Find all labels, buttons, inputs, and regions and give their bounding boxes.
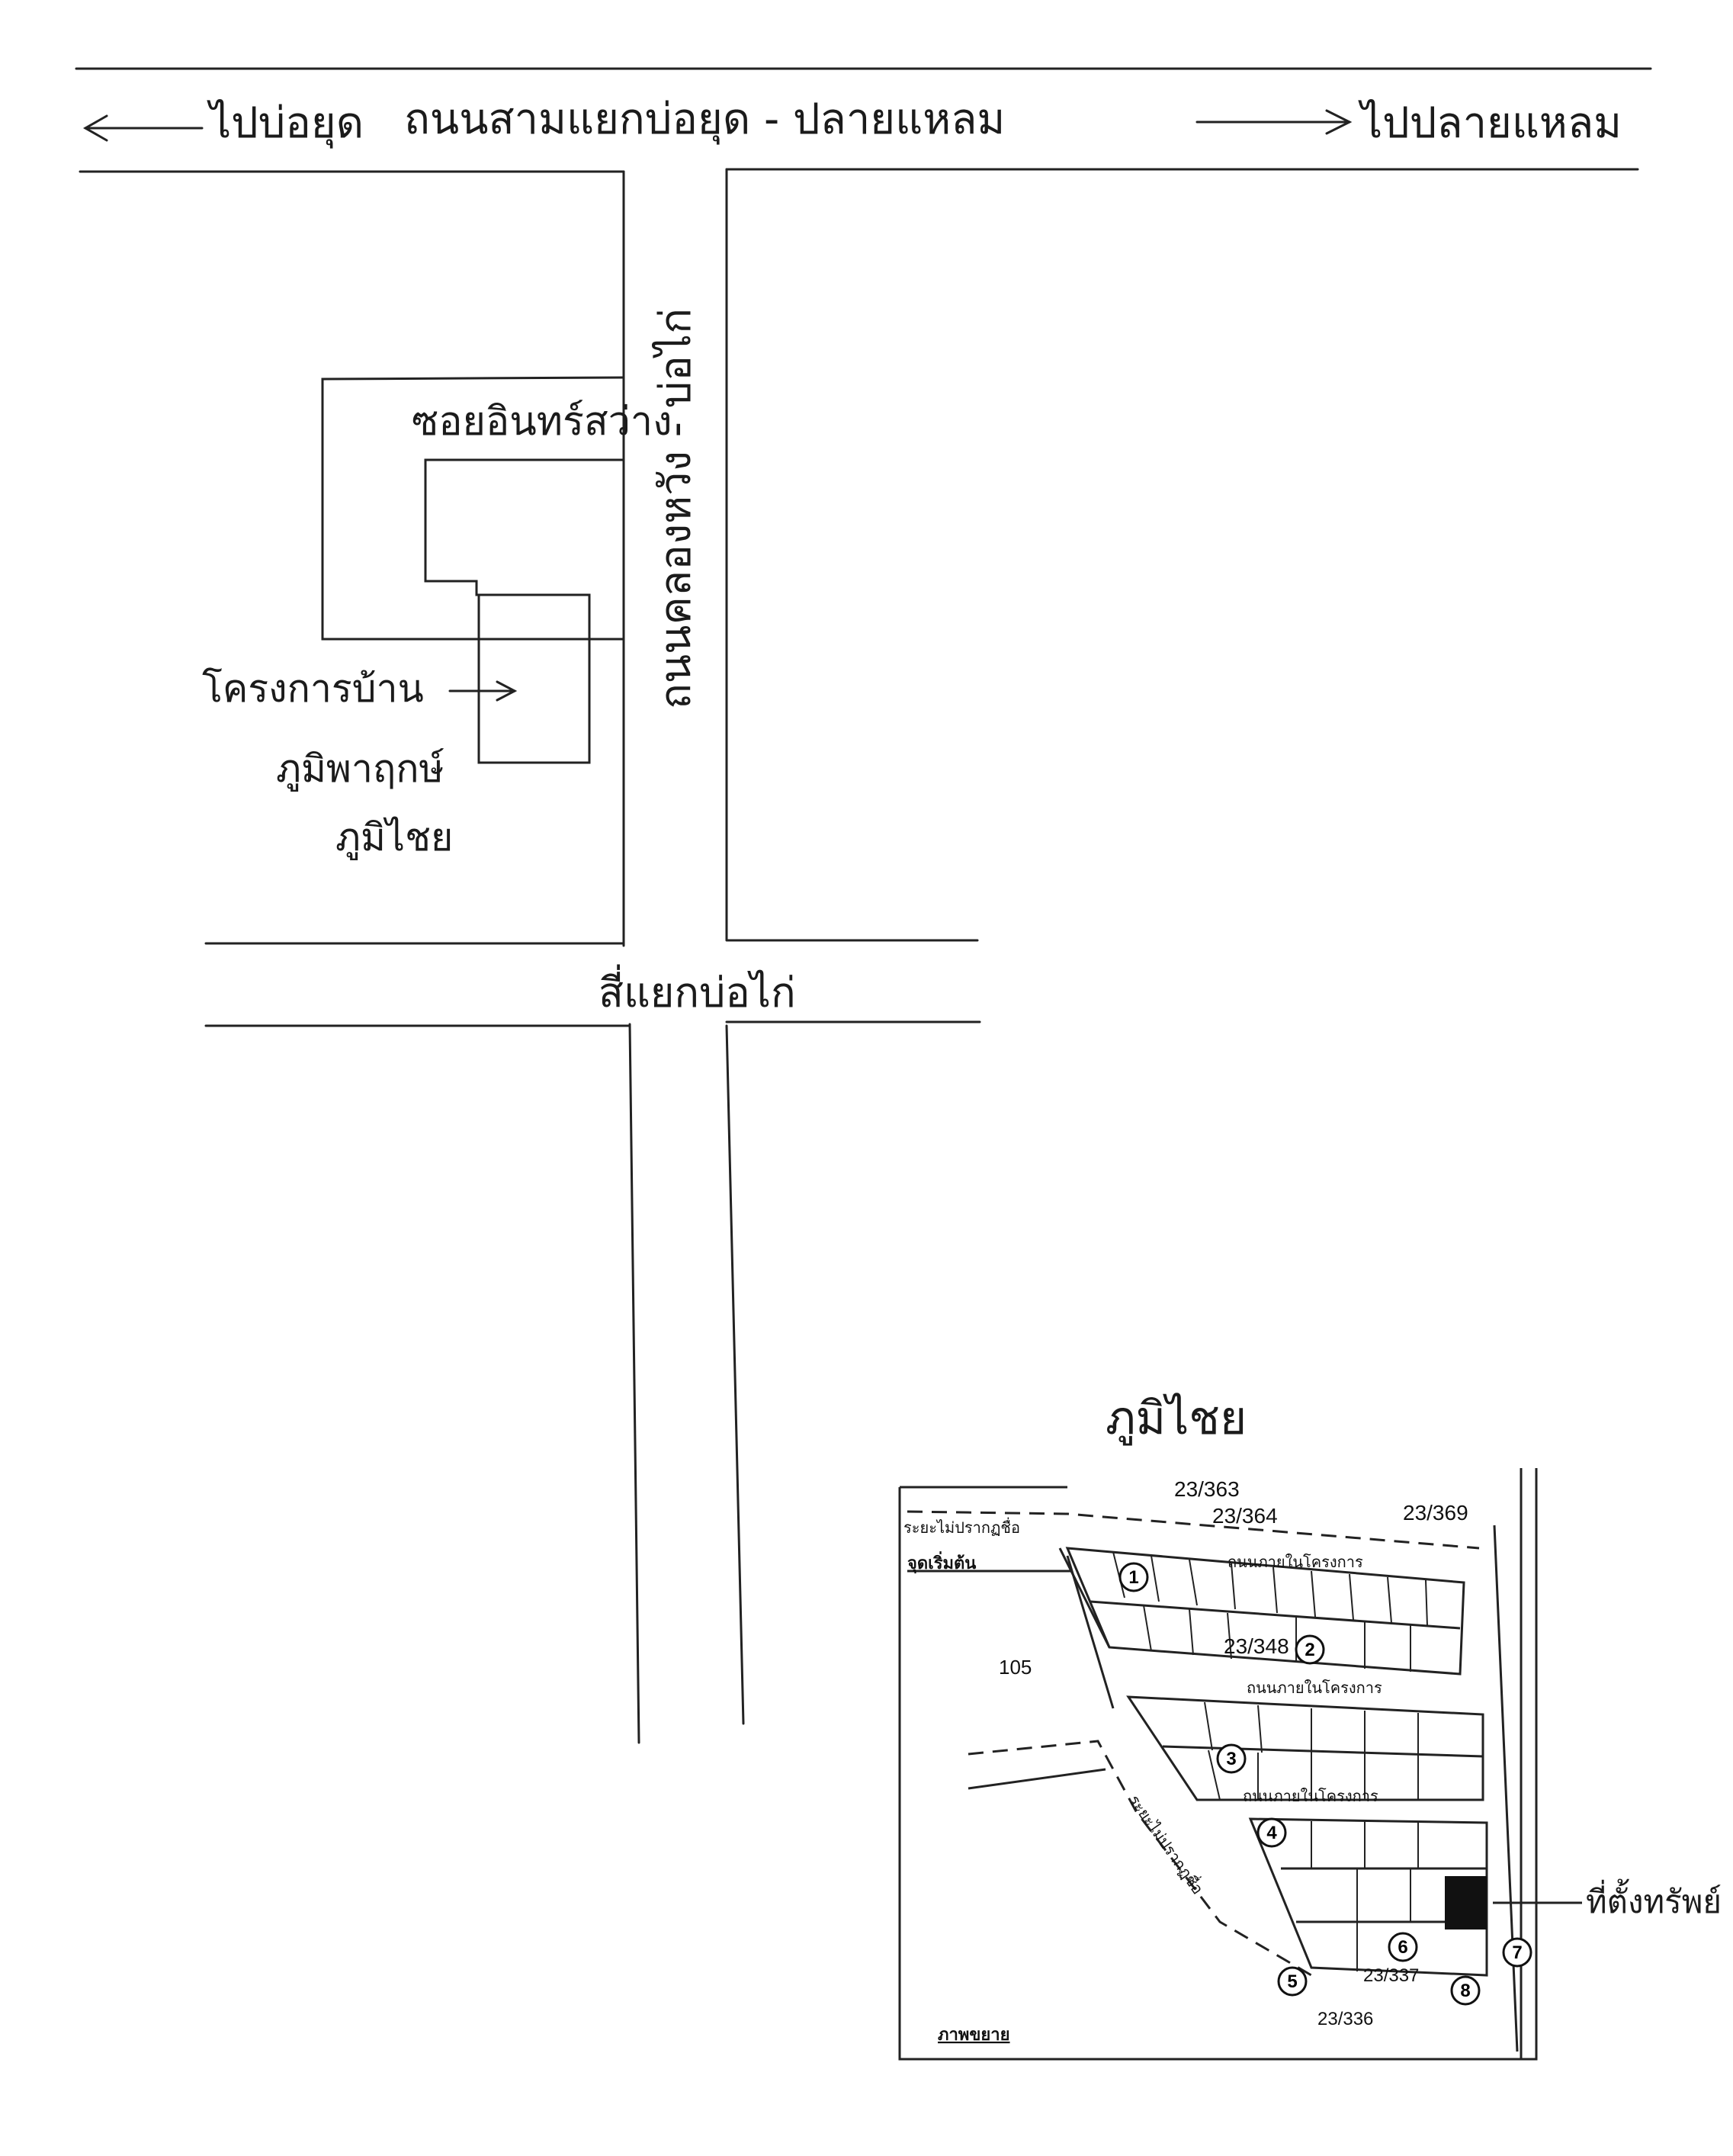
- left-direction-label: ไปบ่อยุด: [207, 98, 364, 149]
- lot-divider: [1227, 1612, 1232, 1660]
- house-23-336: 23/336: [1317, 2009, 1373, 2029]
- internal-road-3: ถนนภายในโครงการ: [1243, 1788, 1378, 1805]
- marker-1-circle: [1118, 1562, 1149, 1592]
- soi-label: ซอยอินทร์สว่าง: [412, 399, 672, 445]
- inset-frame: [898, 1468, 1538, 2061]
- enlarged-label: ภาพขยาย: [938, 2025, 1010, 2044]
- lot-divider: [1387, 1576, 1392, 1624]
- inset-map: [898, 1468, 1538, 2061]
- marker-4: 4: [1266, 1823, 1277, 1843]
- project-outline: [424, 458, 625, 764]
- marker-3-circle: [1216, 1743, 1247, 1774]
- marker-6-circle: [1388, 1932, 1418, 1962]
- vertical-road-left-edge-lower: [628, 1023, 640, 1744]
- lot-divider: [1349, 1573, 1354, 1621]
- marker-1: 1: [1128, 1567, 1138, 1588]
- lot-divider: [1272, 1566, 1278, 1614]
- marker-8: 8: [1460, 1981, 1470, 2001]
- lot-divider: [1189, 1608, 1194, 1656]
- soi-outline: [321, 376, 625, 641]
- block-1: [1065, 1547, 1465, 1676]
- lot-divider: [1231, 1563, 1236, 1610]
- inset-lot-105-left: [1066, 1555, 1115, 1709]
- lot-divider: [1204, 1701, 1213, 1751]
- lot-divider: [1311, 1570, 1316, 1618]
- inset-lot-105-edge: [968, 1768, 1106, 1790]
- property-label: ที่ตั้งทรัพย์: [1586, 1878, 1722, 1920]
- house-23-363: 23/363: [1174, 1477, 1240, 1501]
- marker-5: 5: [1287, 1971, 1297, 1992]
- lot-divider: [1257, 1705, 1263, 1753]
- marker-2-circle: [1295, 1634, 1325, 1665]
- marker-3: 3: [1226, 1749, 1236, 1769]
- marker-6: 6: [1398, 1937, 1407, 1958]
- lot-105: 105: [999, 1656, 1032, 1679]
- house-23-337: 23/337: [1363, 1965, 1419, 1986]
- house-23-348: 23/348: [1224, 1634, 1289, 1658]
- vertical-road-label: ถนนคลองหวัง - บ่อไก่: [651, 308, 701, 709]
- lot-divider: [1112, 1551, 1125, 1599]
- block-3: [1248, 1817, 1488, 1977]
- project-arrow-head: [496, 680, 518, 702]
- project-label-line1: โครงการบ้าน: [202, 667, 424, 711]
- lot-divider: [1189, 1559, 1198, 1606]
- lot-divider: [1425, 1579, 1428, 1627]
- inset-outer-edge: [1493, 1525, 1519, 2052]
- right-direction-label: ไปปลายแหลม: [1358, 98, 1622, 148]
- top-road-name: ถนนสามแยกบ่อยุด - ปลายแหลม: [404, 95, 1005, 145]
- marker-8-circle: [1450, 1975, 1481, 2006]
- left-arrow-head: [82, 114, 108, 142]
- block-1-mid: [1090, 1600, 1461, 1630]
- block-2-mid: [1162, 1745, 1484, 1758]
- inset-title: ภูมิไชย: [1106, 1392, 1247, 1446]
- house-23-364: 23/364: [1212, 1504, 1278, 1528]
- marker-7-circle: [1502, 1937, 1532, 1968]
- inset-top-lane: [907, 1510, 1480, 1550]
- marker-4-circle: [1256, 1817, 1287, 1848]
- house-23-369: 23/369: [1403, 1501, 1468, 1525]
- marker-7: 7: [1512, 1942, 1522, 1963]
- property-marker: [1445, 1876, 1487, 1929]
- lot-divider: [1143, 1605, 1152, 1652]
- start-point-label: จุดเริ่มต้น: [907, 1550, 976, 1574]
- intersection-label: สี่แยกบ่อไก่: [599, 964, 796, 1017]
- marker-2: 2: [1305, 1640, 1314, 1660]
- marker-5-circle: [1277, 1966, 1308, 1997]
- lane-top-label: ระยะไม่ปรากฏชื่อ: [903, 1517, 1020, 1537]
- internal-road-1: ถนนภายในโครงการ: [1228, 1554, 1363, 1571]
- lot-divider: [1208, 1750, 1221, 1801]
- project-label-line3: ภูมิไชย: [335, 815, 453, 860]
- lot-divider: [1151, 1555, 1160, 1602]
- project-label-line2: ภูมิพาฤกษ์: [276, 747, 444, 792]
- vertical-road-right-edge-lower: [725, 1024, 745, 1725]
- inset-west-edge: [1058, 1547, 1111, 1648]
- lane-diag-label: ระยะไม่ปรากฏชื่อ: [1125, 1791, 1208, 1897]
- right-arrow-head: [1325, 109, 1353, 135]
- block-2: [1126, 1695, 1484, 1801]
- inset-diag-lane: [968, 1740, 1312, 1977]
- internal-road-2: ถนนภายในโครงการ: [1247, 1679, 1382, 1697]
